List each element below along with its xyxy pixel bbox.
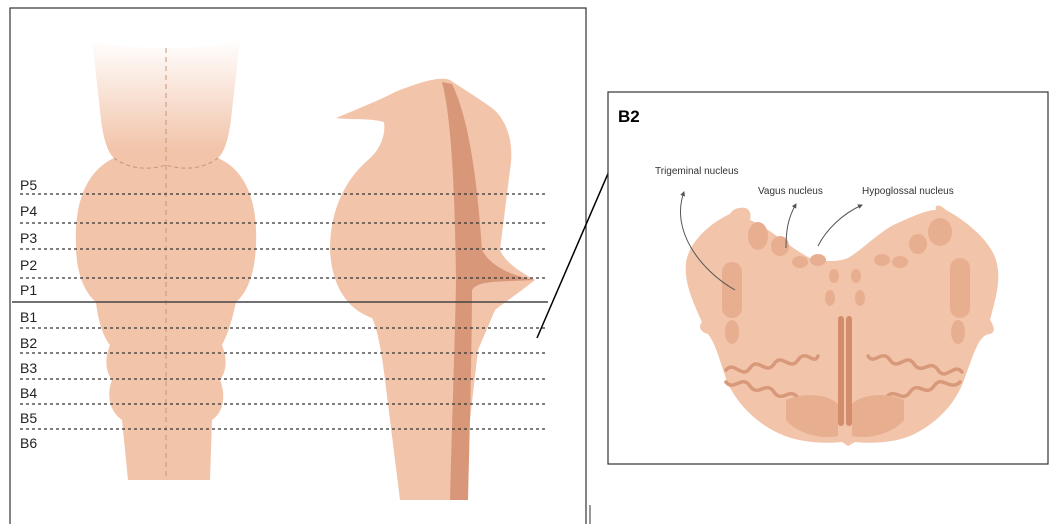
level-label-b1: B1	[20, 309, 37, 325]
brainstem-lateral-view	[330, 79, 535, 500]
brainstem-ventral-view	[76, 40, 256, 480]
level-label-p3: P3	[20, 230, 37, 246]
level-label-b2: B2	[20, 335, 37, 351]
trigeminal-nucleus-label: Trigeminal nucleus	[655, 166, 739, 177]
level-label-b3: B3	[20, 360, 37, 376]
level-label-p2: P2	[20, 257, 37, 273]
hypoglossal-nucleus-label: Hypoglossal nucleus	[862, 186, 954, 197]
level-label-p1: P1	[20, 282, 37, 298]
inset-title: B2	[618, 107, 640, 126]
level-label-b5: B5	[20, 410, 37, 426]
level-label-b6: B6	[20, 435, 37, 451]
level-label-p4: P4	[20, 203, 37, 219]
level-label-b4: B4	[20, 385, 37, 401]
level-label-p5: P5	[20, 177, 37, 193]
vagus-nucleus-label: Vagus nucleus	[758, 186, 823, 197]
